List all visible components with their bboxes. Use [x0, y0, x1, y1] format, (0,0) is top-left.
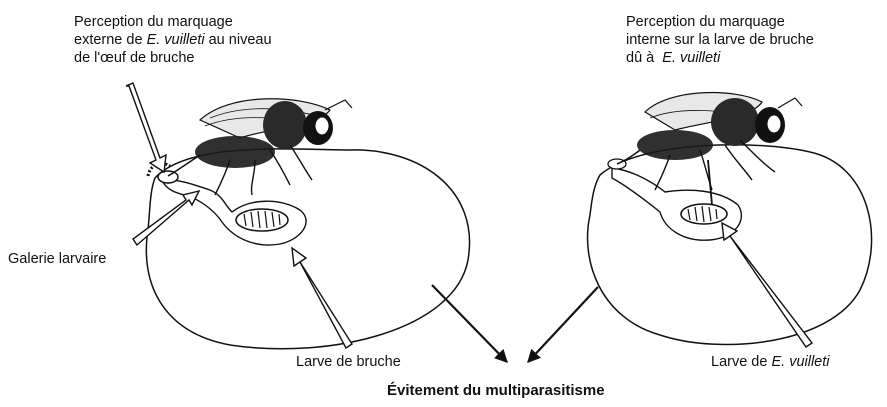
arrow-left-to-conclusion — [432, 285, 507, 362]
label-larve-bruche: Larve de bruche — [296, 353, 401, 371]
left-scene — [146, 99, 469, 349]
label-interne-line3-pre: dû à — [626, 50, 662, 66]
bruche-egg — [158, 171, 178, 183]
label-galerie-larvaire: Galerie larvaire — [8, 250, 106, 268]
left-seed — [146, 149, 469, 349]
species-name: E. vuilleti — [662, 50, 720, 66]
label-externe-line1: Perception du marquage — [74, 13, 272, 31]
label-marquage-interne: Perception du marquage interne sur la la… — [626, 13, 814, 67]
label-externe-line2-pre: externe de — [74, 32, 147, 48]
species-name: E. vuilleti — [771, 354, 829, 370]
label-externe-line3: de l'œuf de bruche — [74, 49, 272, 67]
conclusion-title: Évitement du multiparasitisme — [387, 382, 605, 400]
label-externe-line2-post: au niveau — [205, 32, 272, 48]
label-externe-line2: externe de E. vuilleti au niveau — [74, 31, 272, 49]
left-larva — [236, 209, 288, 231]
label-interne-line1: Perception du marquage — [626, 13, 814, 31]
arrow-right-to-conclusion — [528, 287, 598, 362]
label-marquage-externe: Perception du marquage externe de E. vui… — [74, 13, 272, 67]
label-larve-vuilleti-pre: Larve de — [711, 354, 771, 370]
arrow-to-egg — [126, 83, 166, 172]
right-seed — [588, 145, 872, 345]
label-interne-line3: dû à E. vuilleti — [626, 49, 814, 67]
species-name: E. vuilleti — [147, 32, 205, 48]
right-scene — [588, 93, 872, 345]
label-larve-vuilleti: Larve de E. vuilleti — [711, 353, 830, 371]
label-interne-line2: interne sur la larve de bruche — [626, 31, 814, 49]
